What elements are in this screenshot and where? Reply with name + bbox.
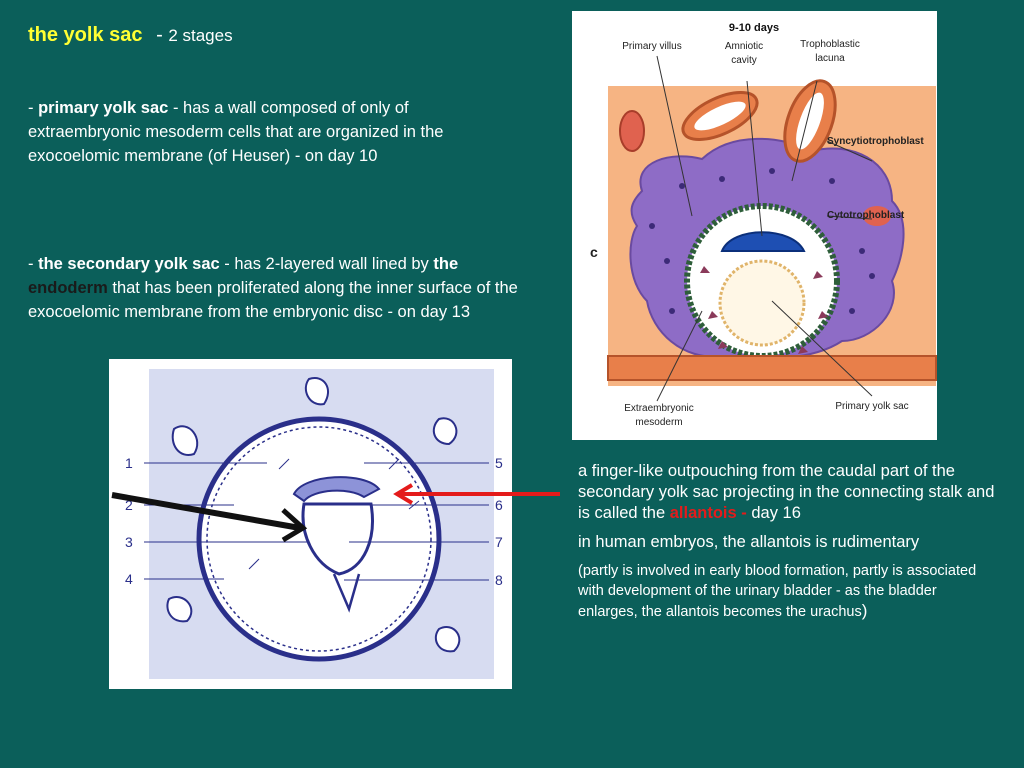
cyto-blob xyxy=(863,206,891,226)
amniotic-cavity xyxy=(720,231,806,252)
leader-lines xyxy=(656,55,873,402)
num-5: 5 xyxy=(495,455,503,471)
function-paragraph: (partly is involved in early blood forma… xyxy=(578,561,998,622)
amnion xyxy=(292,476,381,503)
label-trophoblastic-1: Trophoblastic xyxy=(800,39,860,50)
num-4: 4 xyxy=(125,571,133,587)
allantois-paragraph: a finger-like outpouching from the cauda… xyxy=(578,461,998,524)
black-arrow xyxy=(111,492,301,531)
number-labels: 1 2 3 4 5 6 7 8 xyxy=(125,455,503,588)
title-sub: 2 stages xyxy=(168,26,233,45)
allantois-term: allantois - xyxy=(669,504,747,522)
num-1: 1 xyxy=(125,455,133,471)
label-syncytiotrophoblast: Syncytiotrophoblast xyxy=(827,136,924,147)
black-arrow-head xyxy=(281,508,308,543)
embryo-diagram-svg: 9-10 days Primary villus Amniotic cavity… xyxy=(590,22,937,428)
secondary-yolk-sac-paragraph: - the secondary yolk sac - has 2-layered… xyxy=(28,252,528,324)
allantois-outpouch xyxy=(332,573,361,613)
label-amniotic-1: Amniotic xyxy=(725,41,763,52)
label-trophoblastic-2: lacuna xyxy=(815,53,845,64)
label-primary-yolk-sac: Primary yolk sac xyxy=(835,401,908,412)
primary-villus-blob xyxy=(619,110,645,152)
label-primary-villus: Primary villus xyxy=(622,41,681,52)
allantois-text-b: day 16 xyxy=(751,504,801,522)
uterine-epithelium xyxy=(607,355,937,381)
number-leader-lines xyxy=(144,462,489,581)
day-label: 9-10 days xyxy=(729,22,779,34)
primary-dash: - xyxy=(28,99,34,117)
allantois-text-a: a finger-like outpouching from the cauda… xyxy=(578,462,995,522)
allantois-notes: a finger-like outpouching from the cauda… xyxy=(578,461,998,630)
label-letter-c: c xyxy=(590,244,598,260)
num-8: 8 xyxy=(495,572,503,588)
lacuna-1-inner xyxy=(694,101,746,131)
num-7: 7 xyxy=(495,534,503,550)
primary-yolk-sac xyxy=(718,259,806,347)
lacunae-shapes xyxy=(166,377,461,653)
function-text: (partly is involved in early blood forma… xyxy=(578,563,977,620)
secondary-text1: - has 2-layered wall lined by xyxy=(224,255,429,273)
secondary-the: the xyxy=(433,255,459,273)
function-paren: ) xyxy=(861,601,868,620)
label-extraembryonic-1: Extraembryonic xyxy=(624,403,693,414)
secondary-text2: that has been proliferated along the inn… xyxy=(28,279,518,321)
num-2: 2 xyxy=(125,497,133,513)
slide-title: the yolk sac - 2 stages xyxy=(28,24,233,47)
embryo-diagram-day9-10: 9-10 days Primary villus Amniotic cavity… xyxy=(572,11,937,440)
primary-text: - has a wall composed of only of extraem… xyxy=(28,99,444,165)
num-6: 6 xyxy=(495,497,503,513)
endoderm-term: endoderm xyxy=(28,279,108,297)
red-arrow-head xyxy=(393,483,414,505)
secondary-yolk-sac-drawing: 1 2 3 4 5 6 7 8 xyxy=(109,359,512,689)
secondary-dash: - xyxy=(28,255,34,273)
mesoderm-cells xyxy=(700,266,828,354)
secondary-yolk-sac xyxy=(301,502,374,576)
secondary-yolk-sac-svg: 1 2 3 4 5 6 7 8 xyxy=(125,369,503,679)
num-3: 3 xyxy=(125,534,133,550)
primary-term: primary yolk sac xyxy=(38,99,169,117)
label-extraembryonic-2: mesoderm xyxy=(635,417,682,428)
label-cytotrophoblast: Cytotrophoblast xyxy=(827,210,905,221)
label-amniotic-2: cavity xyxy=(731,55,757,66)
secondary-term: the secondary yolk sac xyxy=(38,255,220,273)
rudimentary-paragraph: in human embryos, the allantois is rudim… xyxy=(578,533,920,551)
title-dash: - xyxy=(156,24,163,46)
title-main: the yolk sac xyxy=(28,24,143,46)
primary-yolk-sac-paragraph: - primary yolk sac - has a wall composed… xyxy=(28,96,508,168)
chorion-inner-ring xyxy=(206,426,432,652)
